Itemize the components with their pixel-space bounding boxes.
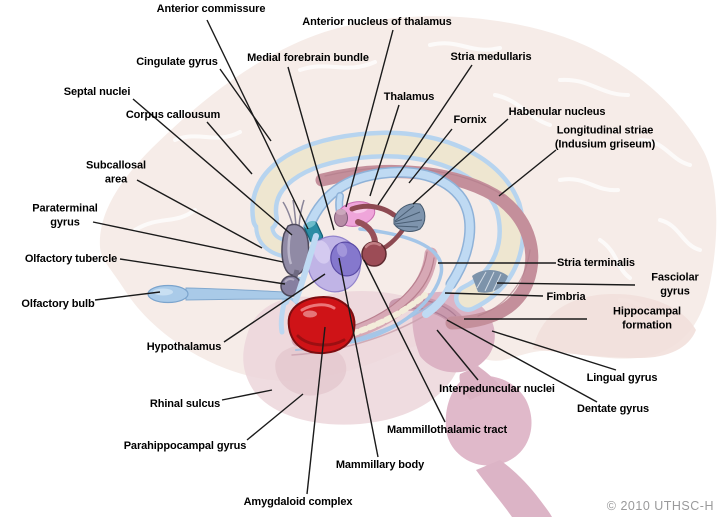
leader-line-fasciolar-gyrus — [496, 282, 636, 286]
mammillary-habenula-complex — [355, 203, 426, 267]
leader-line-septal-nuclei — [132, 98, 293, 236]
brain-silhouette — [99, 16, 717, 381]
leader-line-lingual-gyrus — [491, 330, 617, 371]
leader-line-longitudinal-striae — [498, 149, 557, 197]
leader-line-cingulate-gyrus — [219, 68, 272, 142]
copyright: © 2010 UTHSC-H — [606, 499, 714, 513]
leader-line-anterior-commissure — [206, 19, 309, 230]
leader-line-dentate-gyrus — [446, 319, 598, 403]
leader-line-mammillary-body — [338, 257, 379, 458]
leader-line-rhinal-sulcus — [221, 389, 273, 401]
leader-line-thalamus — [369, 104, 400, 197]
fornix-column-knob — [334, 209, 348, 227]
leader-line-anterior-nucleus-of-thalamus — [345, 29, 394, 208]
leader-line-hypothalamus — [223, 273, 326, 343]
leader-line-olfactory-tubercle — [119, 258, 286, 285]
fornix-column-front — [293, 233, 319, 303]
leader-lines — [92, 19, 636, 495]
leader-line-interpeduncular-nuclei — [436, 329, 479, 381]
leader-line-amygdaloid-complex — [306, 326, 326, 495]
hypothalamus-structure — [307, 235, 362, 293]
amygdaloid-structure — [287, 296, 356, 355]
cerebellum-region — [533, 294, 696, 358]
habenular-tuft — [393, 203, 426, 232]
stria-medullaris-arc — [349, 203, 397, 218]
leader-line-corpus-callousum — [206, 121, 253, 175]
leader-line-parahippocampal-gyrus — [246, 393, 304, 441]
leader-line-stria-medullaris — [377, 64, 473, 206]
leader-line-fimbria — [444, 292, 544, 297]
fasciolar-patch — [472, 270, 508, 293]
leader-line-paraterminal-gyrus — [92, 221, 284, 263]
leader-line-mammillothalamic-tract — [363, 259, 446, 423]
leader-line-fornix — [408, 128, 453, 184]
leader-line-medial-forebrain-bundle — [287, 66, 335, 231]
leader-line-olfactory-bulb — [94, 291, 161, 301]
leader-line-habenular-nucleus — [412, 118, 509, 205]
leader-line-subcallosal-area — [136, 179, 263, 249]
